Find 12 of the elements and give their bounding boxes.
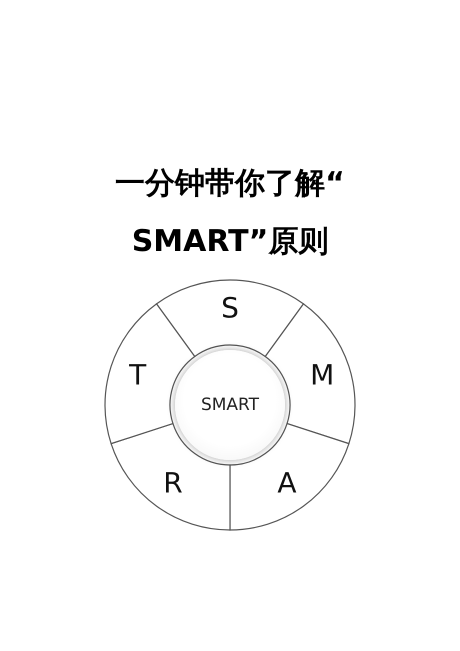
ring-segment xyxy=(229,422,350,531)
segment-letter: T xyxy=(129,358,146,392)
segment-letter: A xyxy=(277,466,297,500)
ring-segment xyxy=(104,302,196,445)
segment-letter: S xyxy=(221,292,239,324)
title: 一分钟带你了解“SMART”原则 xyxy=(114,165,346,261)
ring-segment xyxy=(264,302,356,445)
ring-segment xyxy=(110,422,231,531)
segment-letter: M xyxy=(310,358,334,392)
ring-segment xyxy=(155,279,305,358)
segment-letter: R xyxy=(163,466,183,500)
center-label: SMART xyxy=(200,395,260,415)
